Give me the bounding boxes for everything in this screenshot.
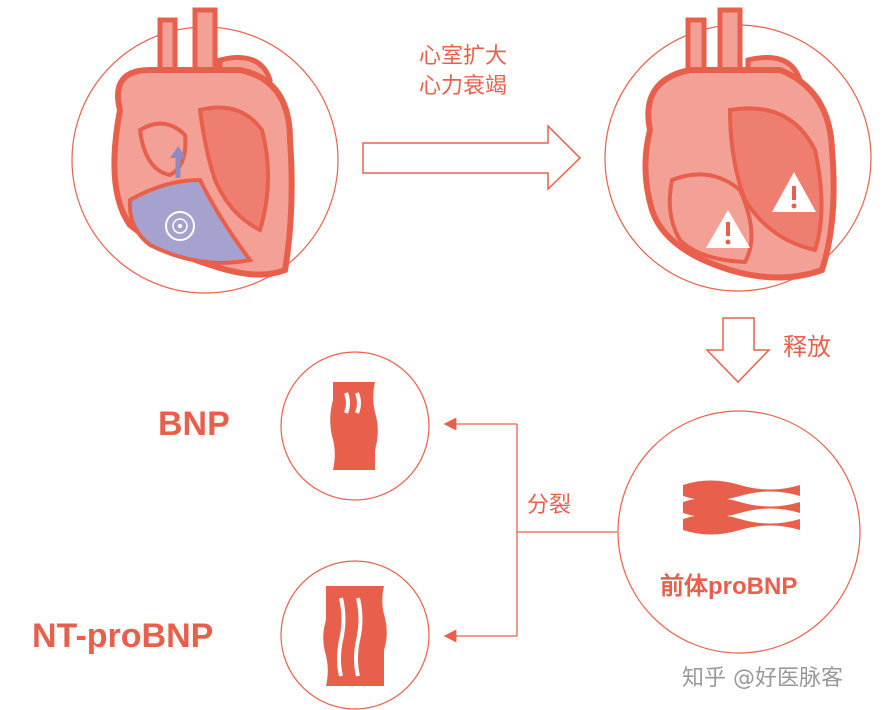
arrow-right-icon — [362, 124, 582, 191]
bnp-circle — [280, 351, 430, 501]
failing-heart-icon — [642, 7, 837, 281]
normal-heart-group — [71, 7, 339, 294]
enlarge-label-line1: 心室扩大 — [418, 44, 507, 69]
warning-icon — [772, 172, 816, 212]
normal-heart-icon — [111, 7, 295, 278]
bnp-group — [280, 351, 430, 501]
probnp-circle — [617, 410, 861, 654]
nt-probnp-group — [280, 560, 430, 710]
watermark: 知乎 @好医脉客 — [682, 666, 843, 691]
bnp-label: BNP — [158, 405, 230, 443]
nt-probnp-circle — [280, 560, 430, 710]
release-label: 释放 — [783, 333, 831, 361]
split-connector — [443, 417, 617, 643]
probnp-group — [617, 410, 861, 654]
probnp-label: 前体proBNP — [660, 573, 798, 600]
bnp-strand-icon — [330, 382, 378, 470]
enlarge-label: 心室扩大 心力衰竭 — [393, 42, 533, 102]
arrow-down-icon — [705, 317, 771, 384]
wavy-strands-icon — [683, 480, 800, 535]
warning-icon — [706, 210, 750, 248]
enlarge-label-line2: 心力衰竭 — [418, 74, 507, 99]
failing-heart-group — [604, 7, 872, 292]
split-label: 分裂 — [527, 493, 572, 518]
nt-probnp-label: NT-proBNP — [32, 617, 214, 655]
